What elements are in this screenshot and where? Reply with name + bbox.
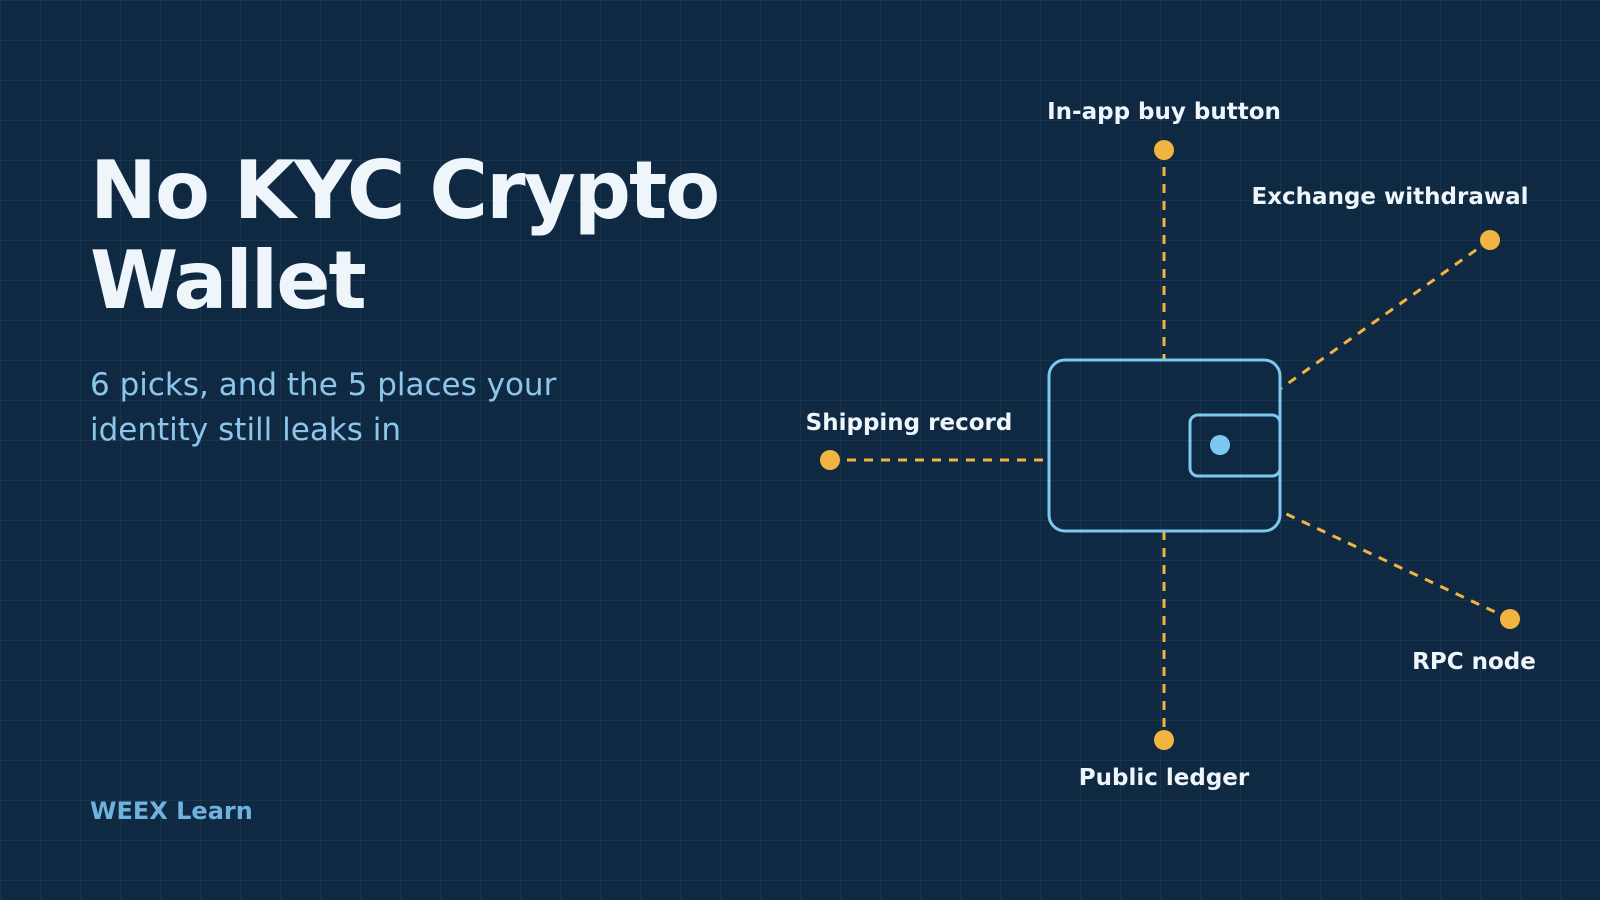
leak-dot-in-app-buy-button <box>1154 140 1174 160</box>
leak-label-public-ledger: Public ledger <box>1079 765 1250 791</box>
subtitle-line-2: identity still leaks in <box>90 412 402 448</box>
leak-label-exchange-withdrawal: Exchange withdrawal <box>1252 184 1529 210</box>
leak-line-exchange-withdrawal <box>1279 238 1491 391</box>
leak-dot-rpc-node <box>1500 609 1520 629</box>
leak-label-shipping-record: Shipping record <box>806 410 1013 436</box>
leak-dot-shipping-record <box>820 450 840 470</box>
wallet-body <box>1047 358 1282 533</box>
wallet-clasp-dot <box>1210 435 1230 455</box>
wallet-clasp <box>1188 413 1282 478</box>
title-line-2: Wallet <box>90 234 367 327</box>
brand-label: WEEX Learn <box>90 797 253 825</box>
leak-label-rpc-node: RPC node <box>1412 649 1536 675</box>
leak-dot-exchange-withdrawal <box>1480 230 1500 250</box>
leak-dot-public-ledger <box>1154 730 1174 750</box>
wallet-icon <box>1047 358 1282 533</box>
leak-line-rpc-node <box>1279 509 1511 621</box>
subtitle: 6 picks, and the 5 places your identity … <box>90 363 690 453</box>
leak-label-in-app-buy-button: In-app buy button <box>1047 99 1281 125</box>
subtitle-line-1: 6 picks, and the 5 places your <box>90 367 557 403</box>
title-line-1: No KYC Crypto <box>90 144 720 237</box>
page-title: No KYC Crypto Wallet <box>90 146 790 326</box>
